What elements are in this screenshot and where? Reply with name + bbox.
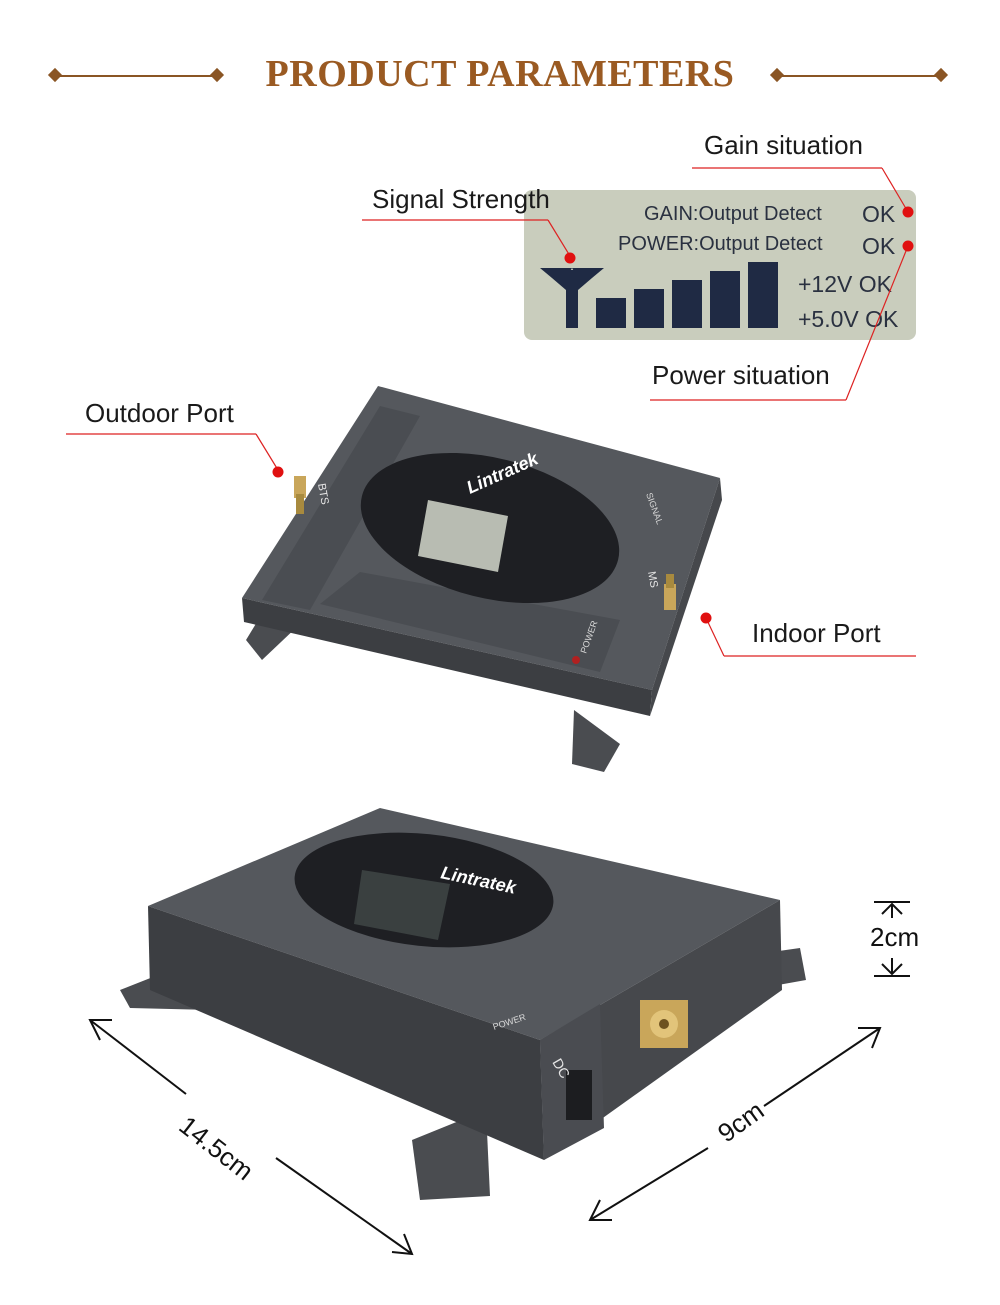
power-situation-label: Power situation	[652, 360, 830, 390]
callout-dots	[272, 206, 914, 624]
lcd-power-ok: OK	[862, 233, 896, 259]
lcd-signal-bar	[634, 289, 664, 328]
device-top	[242, 386, 722, 772]
lcd-gain-row: GAIN:Output Detect	[644, 203, 822, 225]
device-bottom	[120, 808, 806, 1200]
lcd-power-row: POWER:Output Detect	[618, 233, 823, 255]
device-top-ms-label: MS	[645, 570, 660, 588]
header-right-line	[780, 75, 940, 77]
lcd-signal-bar	[672, 280, 702, 328]
dimension-arrows	[88, 901, 910, 1256]
lcd-signal-bar	[596, 298, 626, 328]
gain-situation-label: Gain situation	[704, 130, 863, 160]
header-left-line	[60, 75, 220, 77]
page-title: PRODUCT PARAMETERS	[265, 53, 735, 95]
lcd-signal-bars	[596, 262, 778, 328]
lcd-12v-ok: +12V OK	[798, 271, 892, 297]
height-dimension-label: 2cm	[870, 922, 920, 952]
lcd-signal-bar	[748, 262, 778, 328]
lcd-antenna-icon	[540, 268, 604, 328]
signal-strength-label: Signal Strength	[372, 184, 550, 214]
outdoor-port-label: Outdoor Port	[85, 398, 234, 428]
callout-lines	[66, 167, 916, 657]
lcd-gain-ok: OK	[862, 201, 896, 227]
indoor-port-label: Indoor Port	[752, 618, 881, 648]
device-top-bts-label: BTS	[315, 482, 331, 505]
lcd-signal-bar	[710, 271, 740, 328]
